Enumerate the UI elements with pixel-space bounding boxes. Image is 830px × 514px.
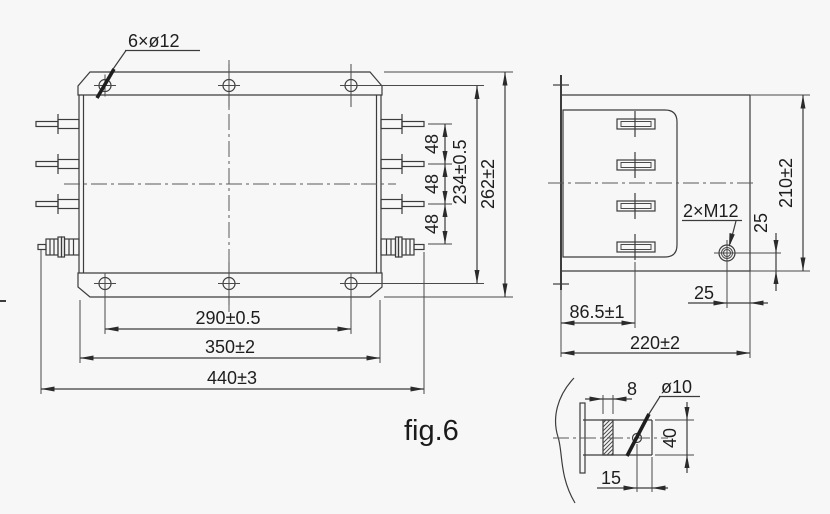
- callout-arrow: [95, 68, 116, 99]
- dim-hole-to-edge: 25: [694, 283, 714, 303]
- dim-side-overall-height: 210±2: [776, 158, 796, 208]
- dim-busbar-width: 40: [660, 428, 680, 448]
- side-hole-to-edge-dimension: 25: [688, 266, 768, 358]
- dim-pitch-2: 48: [422, 174, 442, 194]
- front-hole-span-height-dimension: 234±0.5: [362, 85, 484, 284]
- front-view: 6×ø12 48 48 48 234±0.5: [35, 31, 513, 394]
- side-flange-terminal-dimension: 86.5±1: [560, 262, 636, 357]
- dim-flange-to-terminal: 86.5±1: [570, 302, 625, 322]
- dim-hole-offset: 15: [601, 468, 621, 488]
- side-overall-height-dimension: 210±2: [750, 94, 810, 272]
- front-terminal-studs-left: [35, 114, 80, 258]
- break-line: [555, 377, 576, 504]
- detail-thickness-dimension: 8: [585, 379, 637, 414]
- thread-callout-label: 2×M12: [683, 201, 739, 221]
- detail-width-dimension: 40: [655, 402, 694, 473]
- front-hole-span-width-dimension: 290±0.5: [104, 291, 352, 334]
- hole-callout-label: 6×ø12: [128, 31, 180, 51]
- busbar: [553, 419, 668, 456]
- side-thread-callout: 2×M12: [682, 201, 742, 247]
- front-body-width-dimension: 350±2: [79, 300, 381, 363]
- dim-overall-depth: 220±2: [630, 333, 680, 353]
- front-pitch-dimension: 48 48 48: [422, 123, 452, 245]
- dim-overall-width: 440±3: [207, 368, 257, 388]
- hatch: [602, 419, 614, 456]
- detail-callout-arrow: [625, 413, 651, 457]
- side-overall-depth-dimension: 220±2: [561, 333, 750, 356]
- dim-busbar-thickness: 8: [627, 379, 637, 399]
- dim-overall-height: 262±2: [478, 159, 498, 209]
- dim-hole-diameter: ø10: [661, 377, 692, 397]
- dim-hole-span-height: 234±0.5: [450, 140, 470, 205]
- detail-offset-dimension: 15: [597, 444, 668, 492]
- dim-hole-span-width: 290±0.5: [196, 308, 261, 328]
- dim-pitch-1: 48: [422, 134, 442, 154]
- side-m12-hole: [714, 240, 781, 266]
- front-overall-width-dimension: 440±3: [40, 250, 425, 394]
- dim-body-width: 350±2: [205, 337, 255, 357]
- dim-hole-to-bottom: 25: [751, 213, 771, 233]
- thread-callout-arrow: [729, 233, 735, 247]
- front-centerlines: [64, 60, 396, 312]
- dim-pitch-3: 48: [422, 214, 442, 234]
- detail-hole-callout: ø10: [625, 377, 700, 457]
- side-terminals: [616, 111, 656, 260]
- front-overall-height-dimension: 262±2: [384, 71, 513, 298]
- side-hole-to-bottom-dimension: 25: [751, 213, 779, 291]
- front-terminal-studs-right: [380, 114, 425, 258]
- side-view: 2×M12 25 210±2 25: [548, 75, 810, 358]
- figure-label: fig.6: [404, 415, 459, 447]
- terminal-detail-view: 8 ø10 40 15: [553, 377, 700, 504]
- front-hole-callout: 6×ø12: [95, 31, 200, 99]
